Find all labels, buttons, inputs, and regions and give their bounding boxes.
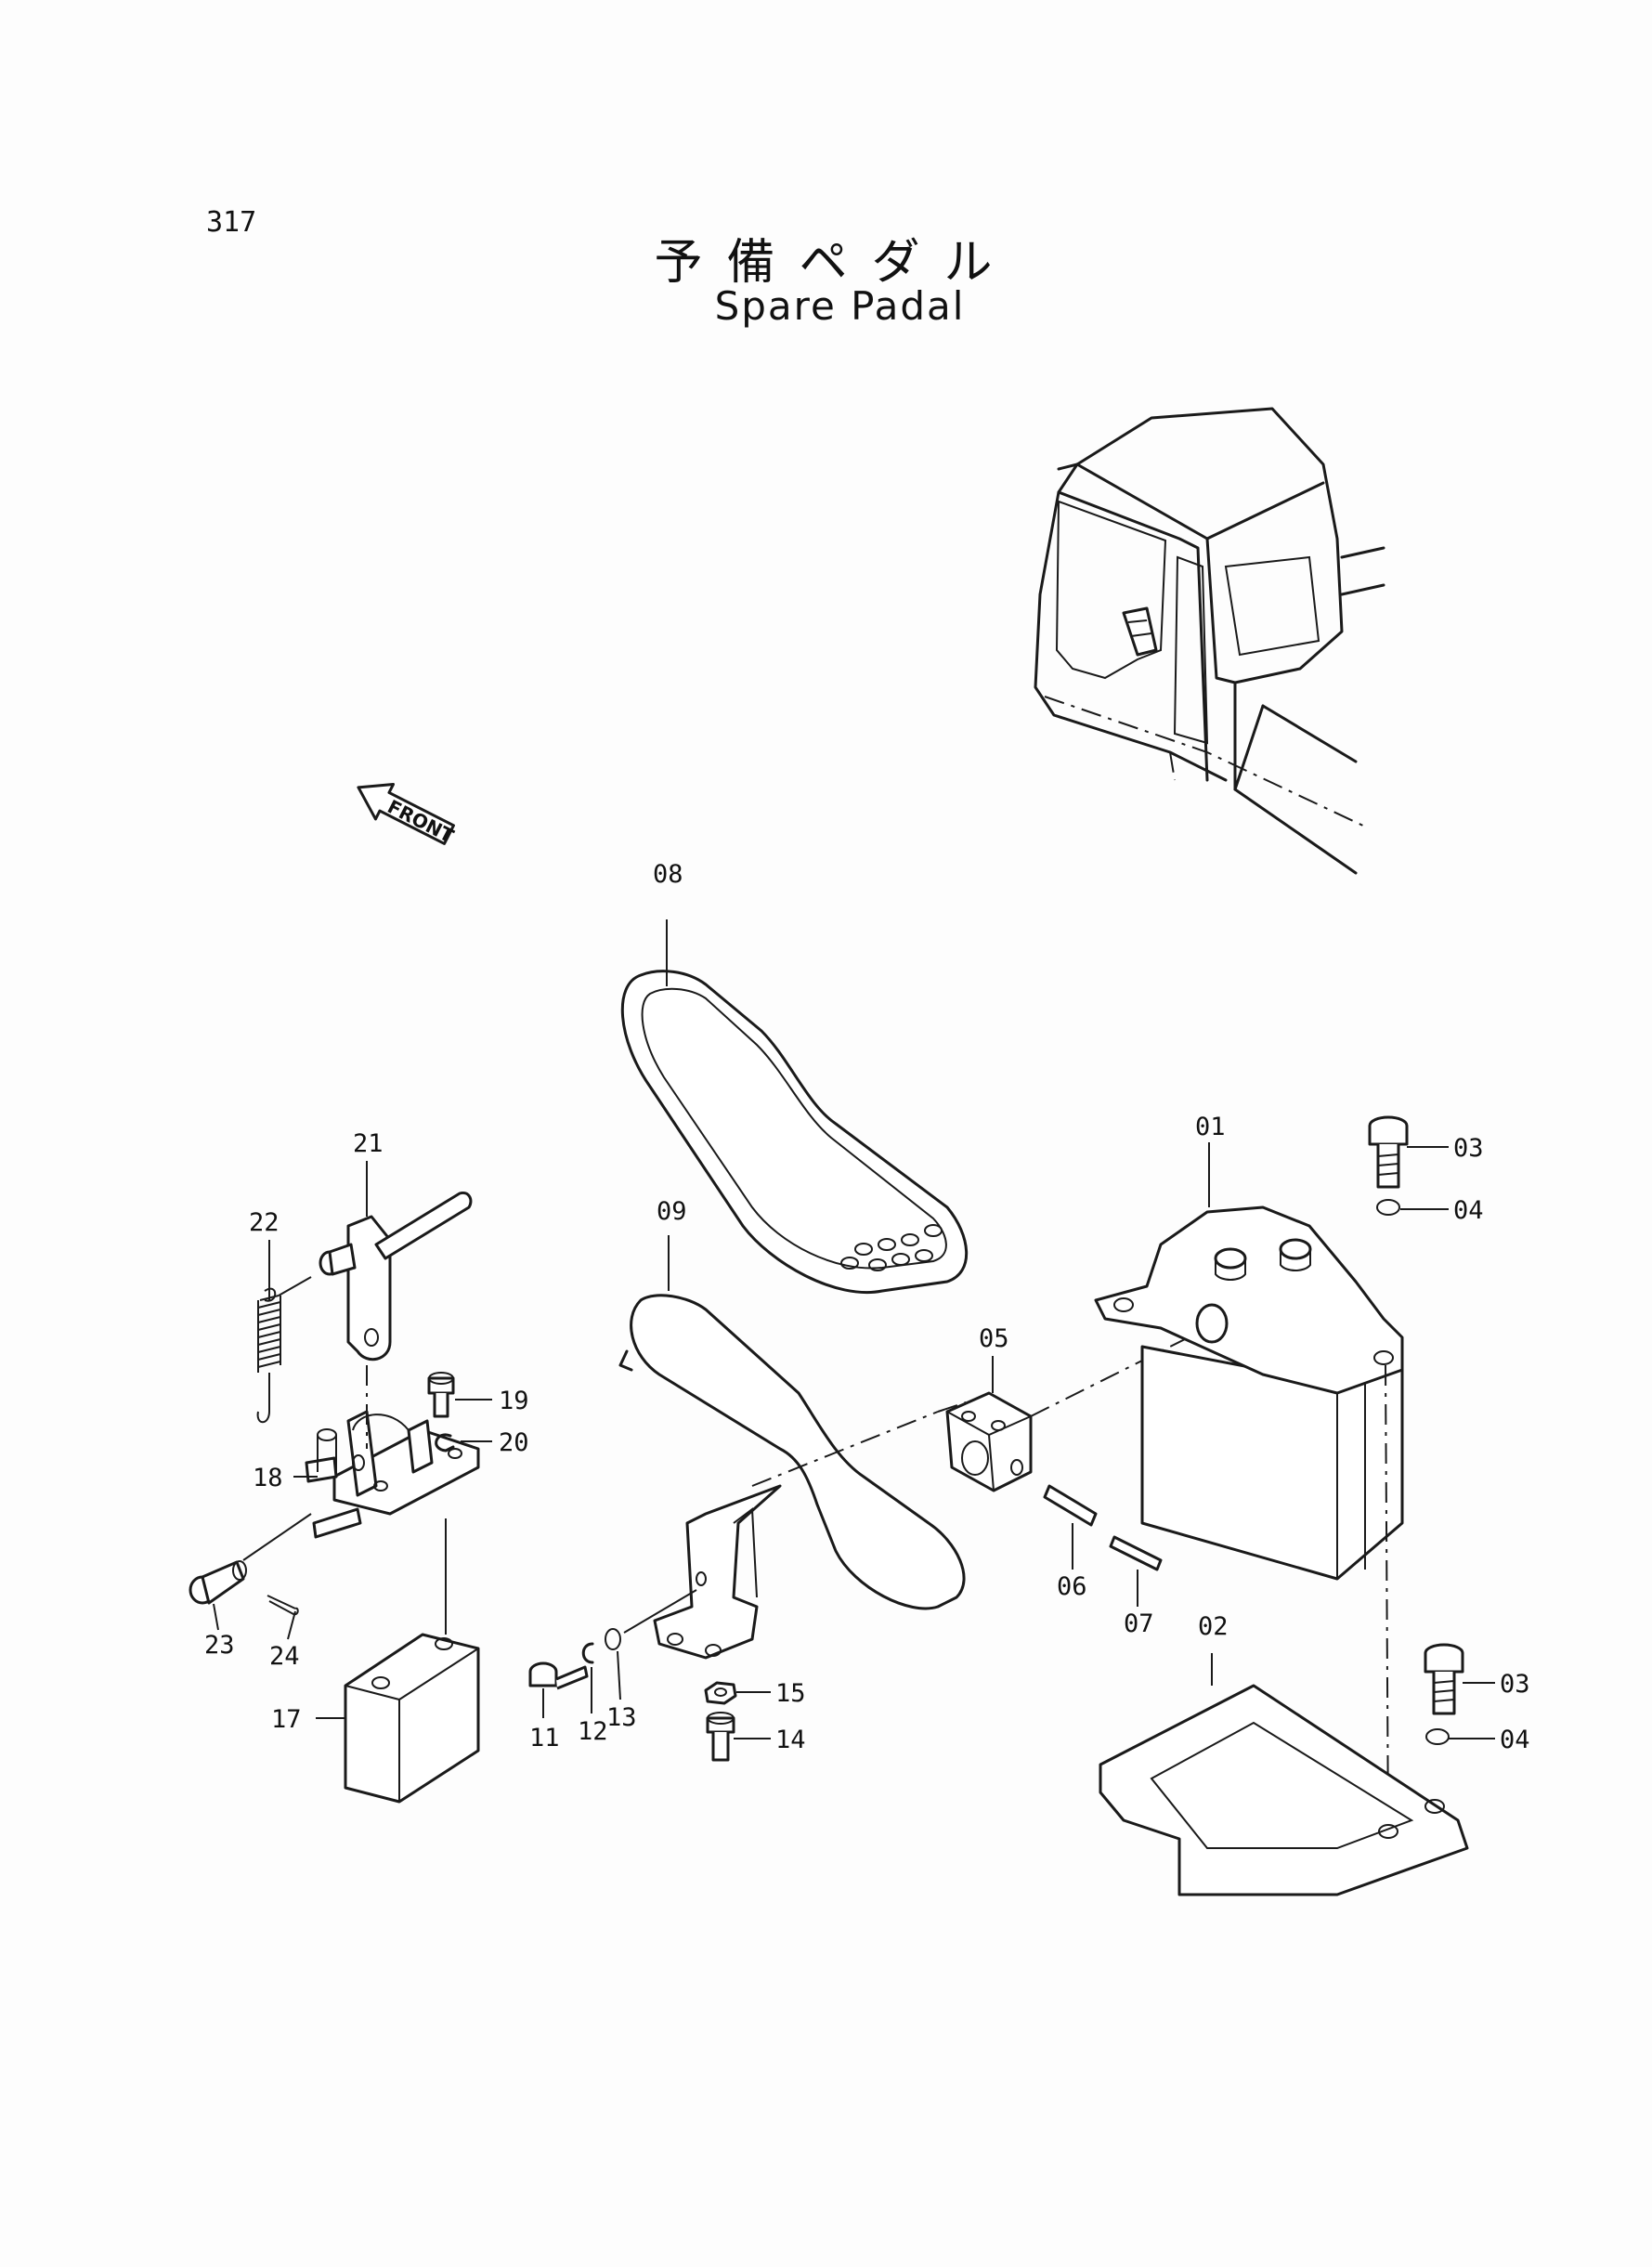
callout-labels: 01 02 03 04 03 04 05 06 07 08 09 11 12 1… — [204, 860, 1530, 1754]
callout-06: 06 — [1057, 1572, 1087, 1601]
callout-15: 15 — [775, 1679, 806, 1708]
part-06-pin — [1043, 1484, 1098, 1527]
part-01-pilot-valve — [1094, 1205, 1404, 1840]
callout-04-upper: 04 — [1453, 1196, 1484, 1225]
part-03-bolt-lower — [1424, 1643, 1464, 1715]
part-15-nut — [704, 1681, 737, 1705]
part-24-cotter-pin — [267, 1595, 299, 1616]
callout-07: 07 — [1124, 1609, 1154, 1638]
callout-24: 24 — [269, 1642, 300, 1671]
front-direction-arrow: FRONT — [357, 783, 458, 847]
cab-illustration — [1034, 407, 1385, 875]
title-english: Spare Padal — [714, 283, 966, 329]
callout-03-upper: 03 — [1453, 1134, 1484, 1163]
callout-01: 01 — [1195, 1113, 1226, 1141]
callout-14: 14 — [775, 1726, 806, 1754]
part-20-washer — [435, 1433, 455, 1453]
part-18-bracket — [305, 1410, 480, 1539]
part-11-bolt — [528, 1661, 589, 1690]
part-04-washer-upper — [1376, 1199, 1400, 1216]
callout-21: 21 — [353, 1129, 384, 1158]
part-19-bolt — [427, 1372, 455, 1418]
part-22-spring — [256, 1276, 312, 1424]
part-02-plate — [1099, 1684, 1469, 1896]
callout-19: 19 — [499, 1387, 529, 1415]
part-07-pin — [1109, 1535, 1163, 1571]
part-21-lever — [319, 1191, 473, 1449]
callout-22: 22 — [249, 1208, 280, 1237]
callout-02: 02 — [1198, 1612, 1229, 1641]
part-17-block — [344, 1633, 480, 1804]
callout-03-lower: 03 — [1500, 1670, 1530, 1699]
callout-05: 05 — [979, 1324, 1009, 1353]
leader-05-to-01 — [1030, 1327, 1208, 1417]
part-03-bolt-upper — [1368, 1115, 1409, 1189]
callout-20: 20 — [499, 1428, 529, 1457]
part-14-bolt — [706, 1712, 735, 1762]
part-13-washer — [605, 1628, 621, 1650]
part-12-snap-ring — [581, 1642, 594, 1664]
callout-17: 17 — [271, 1705, 302, 1734]
callout-04-lower: 04 — [1500, 1726, 1530, 1754]
callout-13: 13 — [606, 1703, 637, 1732]
part-04-washer-lower — [1425, 1728, 1450, 1745]
leader-09-to-05 — [937, 1401, 967, 1413]
page-number: 317 — [206, 206, 257, 239]
part-23-pin — [189, 1560, 247, 1605]
callout-08: 08 — [653, 860, 683, 889]
title-japanese: 予備ペダル — [654, 235, 1017, 291]
callout-12: 12 — [578, 1717, 608, 1746]
callout-18: 18 — [253, 1464, 283, 1492]
callout-23: 23 — [204, 1631, 235, 1660]
part-05-block — [945, 1391, 1033, 1492]
part-08-pedal-rubber — [620, 970, 969, 1294]
callout-09: 09 — [657, 1197, 687, 1226]
front-arrow-label: FRONT — [384, 795, 457, 847]
callout-11: 11 — [529, 1724, 560, 1752]
